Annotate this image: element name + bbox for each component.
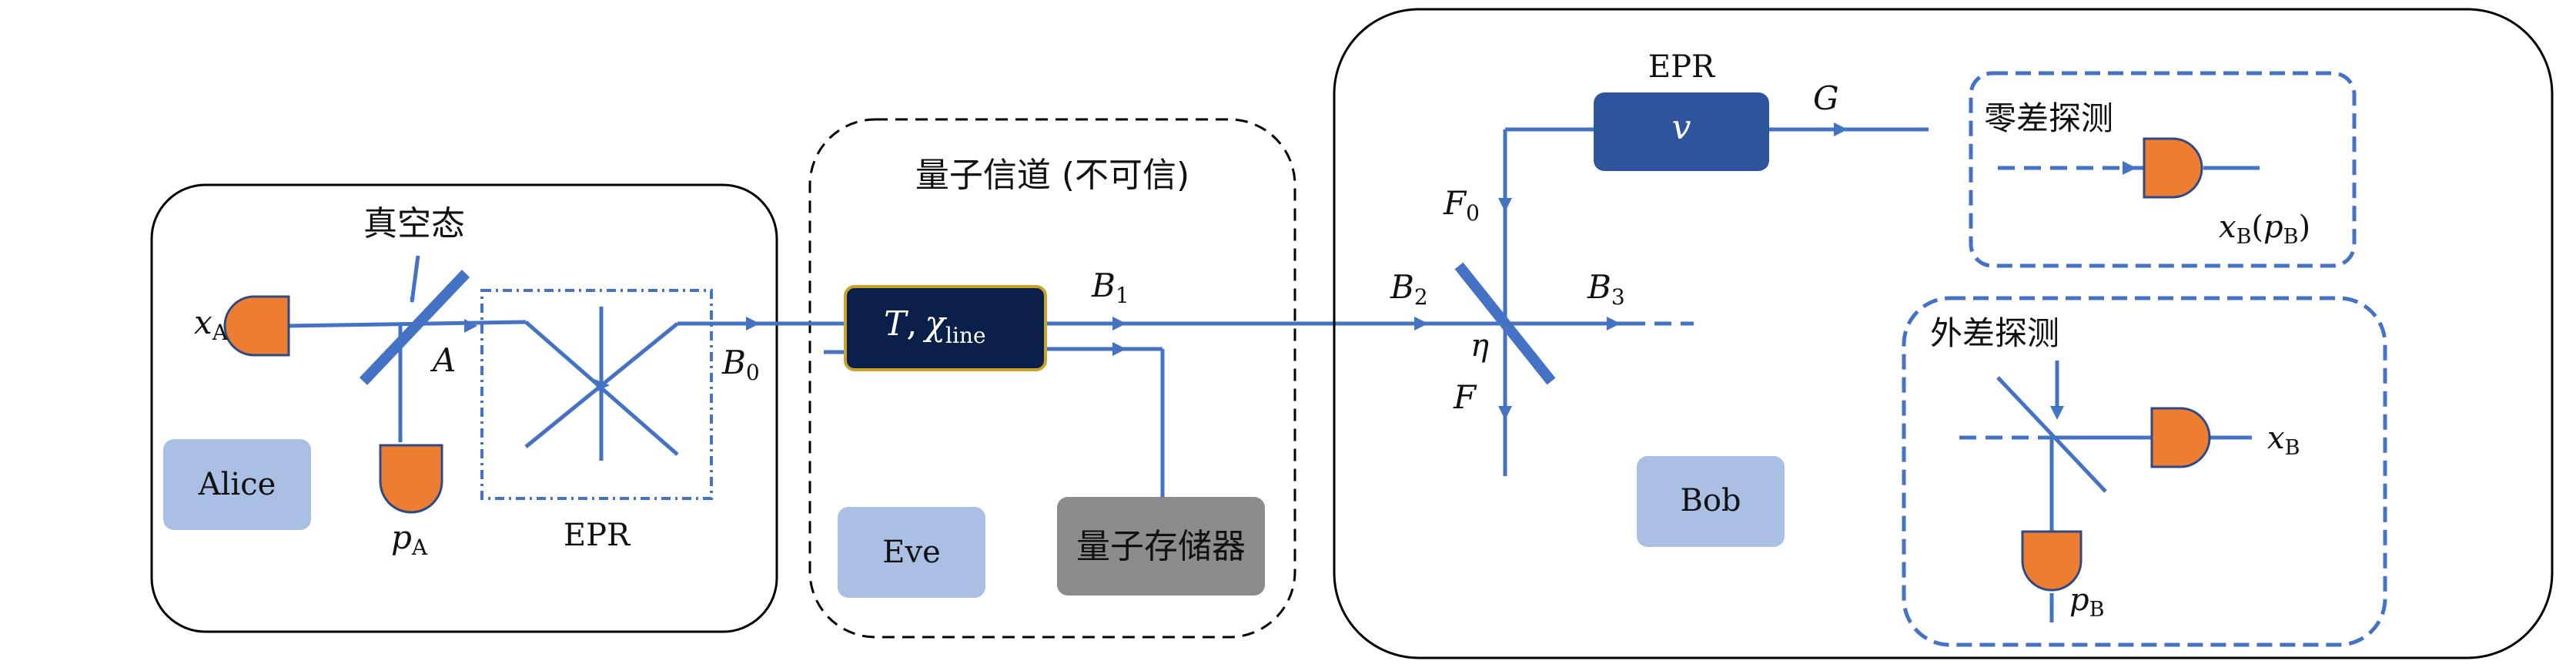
channel-box-text: T,χline <box>884 304 986 348</box>
bob-epr-box-text: v <box>1672 108 1691 147</box>
channel-title: 量子信道 (不可信) <box>915 156 1189 195</box>
p-a-label: pA <box>391 518 428 560</box>
alice-beam-splitter <box>359 270 470 385</box>
bob-arrow-f <box>1498 406 1512 420</box>
bob-beam-splitter <box>1454 262 1556 385</box>
alice-arrow-epr <box>594 379 610 391</box>
alice-x-detector <box>223 295 290 357</box>
eve-label: Eve <box>882 535 940 570</box>
channel-beams <box>808 321 1424 499</box>
g-label: G <box>1813 79 1839 117</box>
eta-label: η <box>1470 328 1489 364</box>
f-label: F <box>1453 378 1477 416</box>
channel-arrow-mem <box>1112 342 1126 356</box>
alice-epr-label: EPR <box>564 518 631 553</box>
heterodyne-x-label: xB <box>2267 421 2300 460</box>
b2-label: B2 <box>1390 268 1428 310</box>
heterodyne-x-detector <box>2150 407 2211 468</box>
heterodyne-beams <box>1996 361 2252 622</box>
alice-arrow-left <box>464 319 477 333</box>
homodyne-title: 零差探测 <box>1984 99 2113 137</box>
heterodyne-p-label: pB <box>2069 582 2104 622</box>
bob-label: Bob <box>1680 483 1741 518</box>
f0-label: F0 <box>1443 184 1480 226</box>
bob-epr-box <box>1594 92 1769 171</box>
bob-arrow-b3 <box>1607 317 1621 330</box>
homodyne-output-label: xB(pB) <box>2219 210 2310 249</box>
alice-label-box <box>163 439 311 530</box>
homodyne-detector <box>2143 137 2203 199</box>
bob-arrow-b2 <box>1414 317 1428 330</box>
quantum-memory-label: 量子存储器 <box>1076 527 1246 566</box>
alice-panel <box>150 183 778 633</box>
heterodyne-title: 外差探测 <box>1930 314 2059 352</box>
heterodyne-arrow-down <box>2050 406 2064 420</box>
alice-beams <box>288 255 845 442</box>
channel-box <box>844 285 1047 371</box>
alice-label: Alice <box>198 467 276 502</box>
bob-arrow-g <box>1834 122 1848 136</box>
x-a-label: xA <box>194 304 229 345</box>
bob-epr-label: EPR <box>1648 49 1716 85</box>
b3-label: B3 <box>1587 268 1625 310</box>
channel-panel <box>808 118 1296 639</box>
mode-a-label: A <box>430 341 456 379</box>
bob-label-box <box>1637 456 1785 547</box>
quantum-memory-box <box>1057 497 1265 596</box>
alice-epr-box <box>480 289 713 500</box>
bob-arrow-f0 <box>1498 198 1512 212</box>
homodyne-box <box>1969 71 2357 268</box>
bob-beams <box>1424 127 1929 476</box>
homodyne-arrow <box>2123 161 2136 175</box>
bob-panel <box>1333 8 2554 659</box>
channel-arrow-b1 <box>1112 317 1126 330</box>
heterodyne-p-detector <box>2021 530 2083 592</box>
alice-p-detector <box>379 444 443 514</box>
heterodyne-box <box>1902 296 2387 647</box>
eve-label-box <box>838 507 985 598</box>
alice-arrow-right <box>746 317 760 330</box>
b0-label: B0 <box>721 344 760 385</box>
b1-label: B1 <box>1091 267 1129 308</box>
vacuum-label: 真空态 <box>363 204 465 243</box>
